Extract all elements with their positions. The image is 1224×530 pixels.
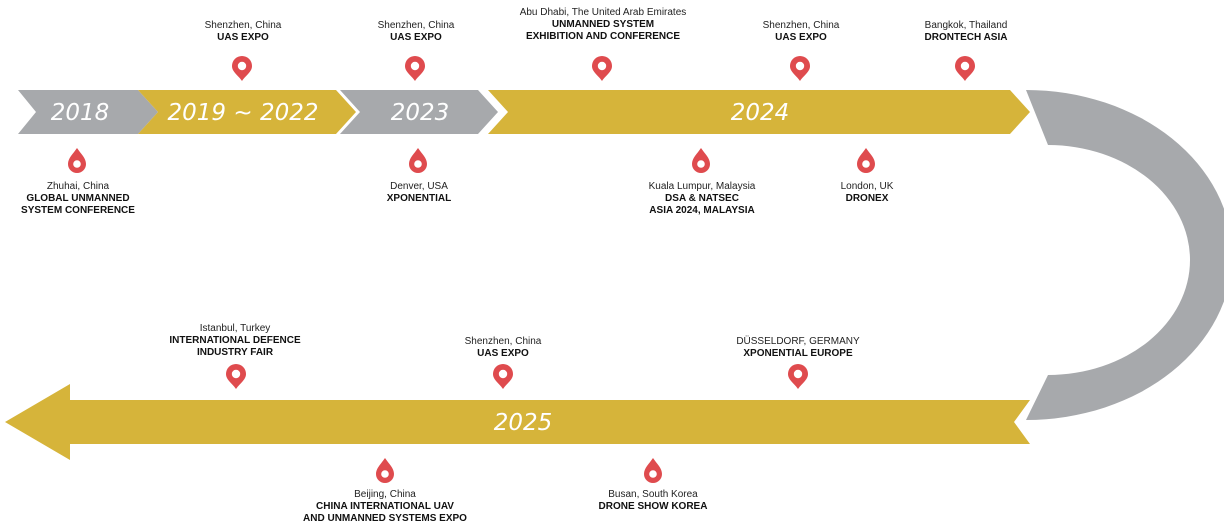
arrow-2025 (5, 384, 1030, 460)
event-city: Kuala Lumpur, Malaysia (648, 181, 756, 192)
event-2024-drontech-asia: Bangkok, Thailand DRONTECH ASIA (851, 20, 1081, 44)
event-name: EXHIBITION AND CONFERENCE (525, 31, 681, 42)
event-city: Shenzhen, China (377, 20, 455, 31)
event-2024-unmanned-system: Abu Dhabi, The United Arab Emirates UNMA… (488, 7, 718, 43)
event-name: CHINA INTERNATIONAL UAV (316, 501, 454, 512)
map-pin-icon (592, 56, 612, 81)
map-pin-icon (405, 56, 425, 81)
chevron-2019-2022 (138, 90, 356, 134)
event-2025-china-uav-expo: Beijing, China CHINA INTERNATIONAL UAV A… (270, 489, 500, 525)
event-2024-dsa-natsec: Kuala Lumpur, Malaysia DSA & NATSEC ASIA… (587, 181, 817, 217)
event-city: Istanbul, Turkey (199, 323, 271, 334)
event-name: DRONE SHOW KOREA (598, 501, 708, 512)
event-name: ASIA 2024, MALAYSIA (649, 205, 755, 216)
drop-marker-icon (857, 148, 875, 173)
event-name: SYSTEM CONFERENCE (21, 205, 135, 216)
year-label-2019-2022: 2019 ~ 2022 (168, 100, 319, 126)
event-name: DRONEX (845, 193, 889, 204)
event-name: XPONENTIAL EUROPE (743, 348, 853, 359)
map-pin-icon (790, 56, 810, 81)
event-city: Busan, South Korea (608, 489, 698, 500)
event-name: UAS EXPO (217, 32, 269, 43)
event-name: UAS EXPO (390, 32, 442, 43)
event-2025-xponential-europe: DÜSSELDORF, GERMANY XPONENTIAL EUROPE (683, 336, 913, 360)
event-2024-dronex: London, UK DRONEX (752, 181, 982, 205)
map-pin-icon (955, 56, 975, 81)
chevron-2018 (18, 90, 158, 134)
event-name: UAS EXPO (775, 32, 827, 43)
u-turn-connector (1026, 90, 1224, 420)
map-pin-icon (226, 364, 246, 389)
event-city: Denver, USA (390, 181, 448, 192)
event-city: DÜSSELDORF, GERMANY (736, 336, 860, 347)
event-2025-defence-fair: Istanbul, Turkey INTERNATIONAL DEFENCE I… (120, 323, 350, 359)
drop-marker-icon (68, 148, 86, 173)
event-name: UAS EXPO (477, 348, 529, 359)
year-label-2025: 2025 (494, 410, 553, 436)
event-2018-global-unmanned: Zhuhai, China GLOBAL UNMANNED SYSTEM CON… (0, 181, 193, 217)
event-2023-uas-expo: Shenzhen, China UAS EXPO (301, 20, 531, 44)
year-label-2024: 2024 (731, 100, 790, 126)
event-name: DRONTECH ASIA (924, 32, 1008, 43)
event-name: AND UNMANNED SYSTEMS EXPO (303, 513, 467, 524)
event-2019-uas-expo: Shenzhen, China UAS EXPO (128, 20, 358, 44)
event-city: Shenzhen, China (464, 336, 542, 347)
event-city: London, UK (840, 181, 894, 192)
event-city: Shenzhen, China (762, 20, 840, 31)
event-city: Abu Dhabi, The United Arab Emirates (519, 7, 687, 18)
map-pin-icon (493, 364, 513, 389)
year-label-2018: 2018 (51, 100, 110, 126)
event-name: UNMANNED SYSTEM (551, 19, 655, 30)
drop-marker-icon (376, 458, 394, 483)
drop-marker-icon (409, 148, 427, 173)
event-city: Shenzhen, China (204, 20, 282, 31)
event-2023-xponential: Denver, USA XPONENTIAL (304, 181, 534, 205)
event-2024-uas-expo: Shenzhen, China UAS EXPO (686, 20, 916, 44)
event-name: DSA & NATSEC (665, 193, 739, 204)
drop-marker-icon (644, 458, 662, 483)
map-pin-icon (788, 364, 808, 389)
map-pin-icon (232, 56, 252, 81)
event-city: Bangkok, Thailand (924, 20, 1008, 31)
event-name: INTERNATIONAL DEFENCE (169, 335, 301, 346)
chevron-2024 (488, 90, 1030, 134)
event-city: Zhuhai, China (46, 181, 110, 192)
event-name: GLOBAL UNMANNED (26, 193, 130, 204)
chevron-2023 (340, 90, 498, 134)
event-2025-uas-expo: Shenzhen, China UAS EXPO (388, 336, 618, 360)
event-name: XPONENTIAL (386, 193, 452, 204)
event-city: Beijing, China (354, 489, 416, 500)
drop-marker-icon (692, 148, 710, 173)
event-2025-drone-show-korea: Busan, South Korea DRONE SHOW KOREA (538, 489, 768, 513)
event-name: INDUSTRY FAIR (196, 347, 274, 358)
year-label-2023: 2023 (391, 100, 450, 126)
